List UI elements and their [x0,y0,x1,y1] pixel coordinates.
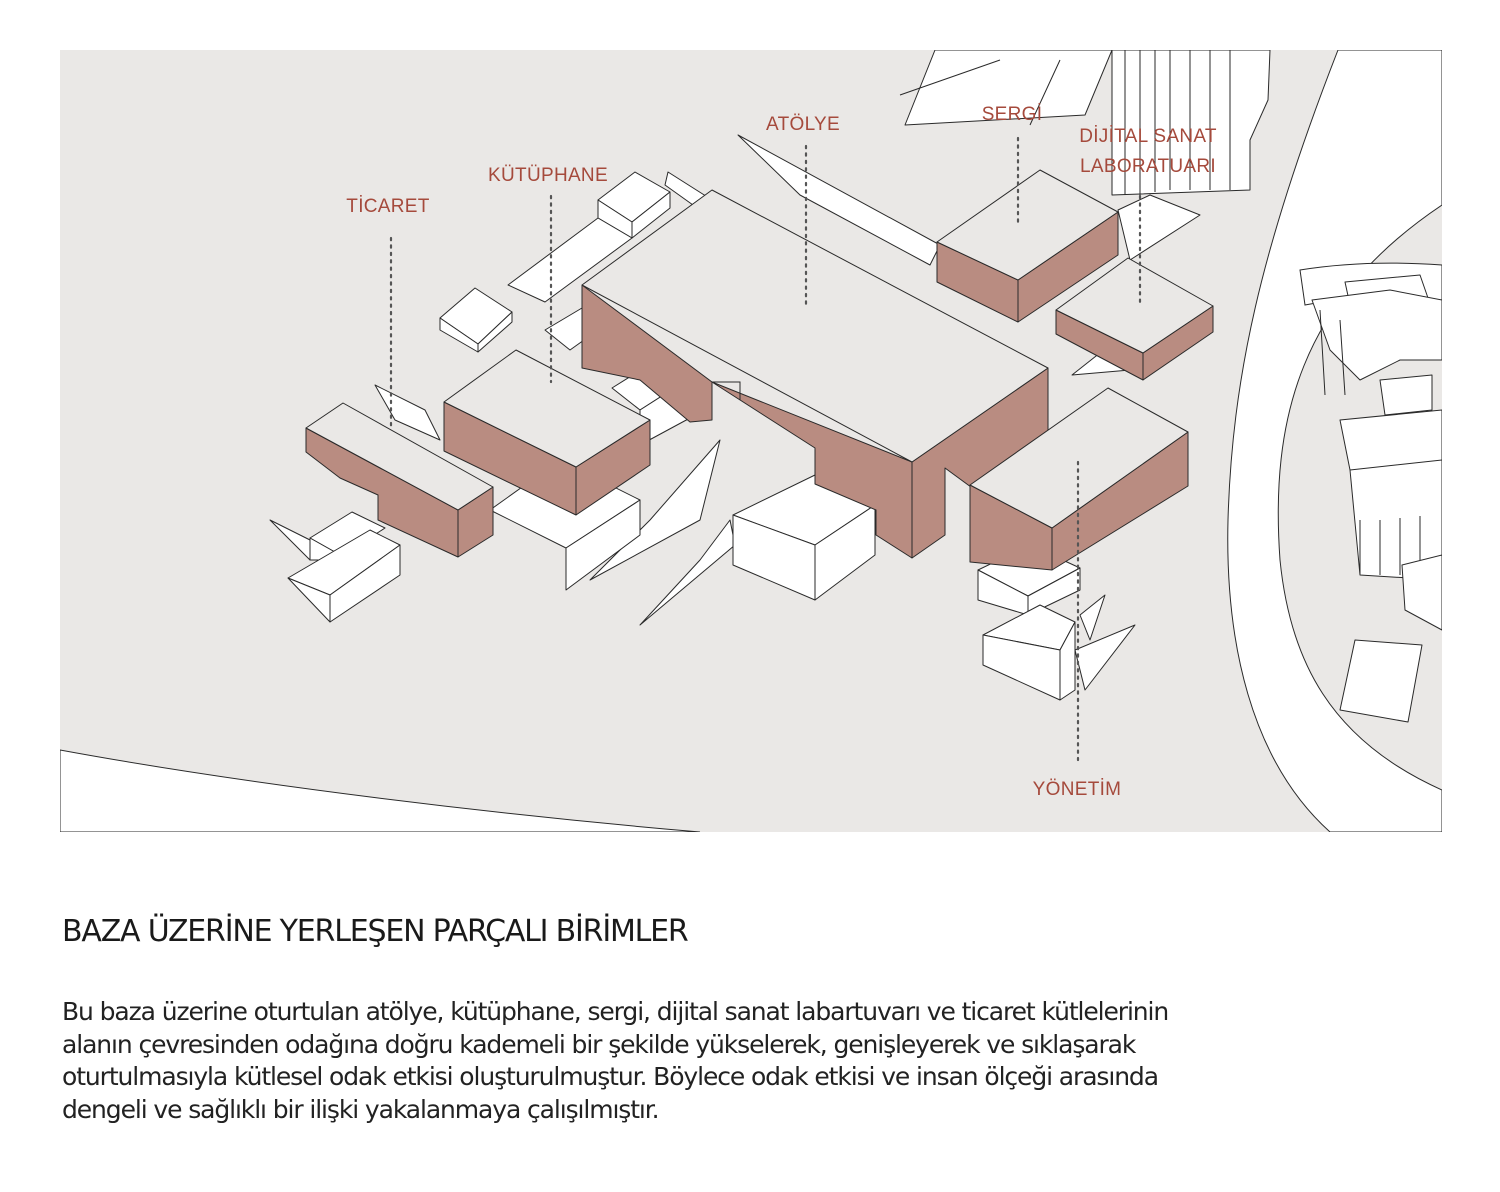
section-title: BAZA ÜZERİNE YERLEŞEN PARÇALI BİRİMLER [62,914,689,949]
description-line: dengeli ve sağlıklı bir ilişki yakalanma… [62,1094,660,1124]
label-dijital-line2: LABORATUARI [1080,156,1216,177]
yonetim-mass [969,387,1189,571]
leader-lines [389,136,1142,762]
dijital-mass [1055,257,1214,381]
main-masses [305,169,1214,571]
description-line: alanın çevresinden odağına doğru kademel… [62,1029,1136,1059]
atolye-mass [581,189,1049,559]
right-buildings [1311,274,1442,723]
kutuphane-mass [443,349,651,516]
top-buildings [899,50,1271,196]
axonometric-diagram: TİCARET KÜTÜPHANE ATÖLYE SERGİ DİJİTAL S… [60,50,1442,832]
label-yonetim: YÖNETİM [1033,779,1122,800]
sergi-mass [936,169,1119,323]
unit-labels: TİCARET KÜTÜPHANE ATÖLYE SERGİ DİJİTAL S… [346,104,1217,800]
label-kutuphane: KÜTÜPHANE [488,165,608,186]
label-sergi: SERGİ [982,104,1043,125]
ticaret-mass [305,402,494,558]
label-ticaret: TİCARET [346,196,429,217]
label-dijital-line1: DİJİTAL SANAT [1079,126,1217,147]
ground-slivers [269,134,1201,691]
description-line: Bu baza üzerine oturtulan atölye, kütüph… [62,997,1169,1026]
label-atolye: ATÖLYE [766,114,840,135]
description-text: Bu baza üzerine oturtulan atölye, kütüph… [62,996,1442,1126]
description-line: oturtulmasıyla kütlesel odak etkisi oluş… [62,1062,1159,1091]
